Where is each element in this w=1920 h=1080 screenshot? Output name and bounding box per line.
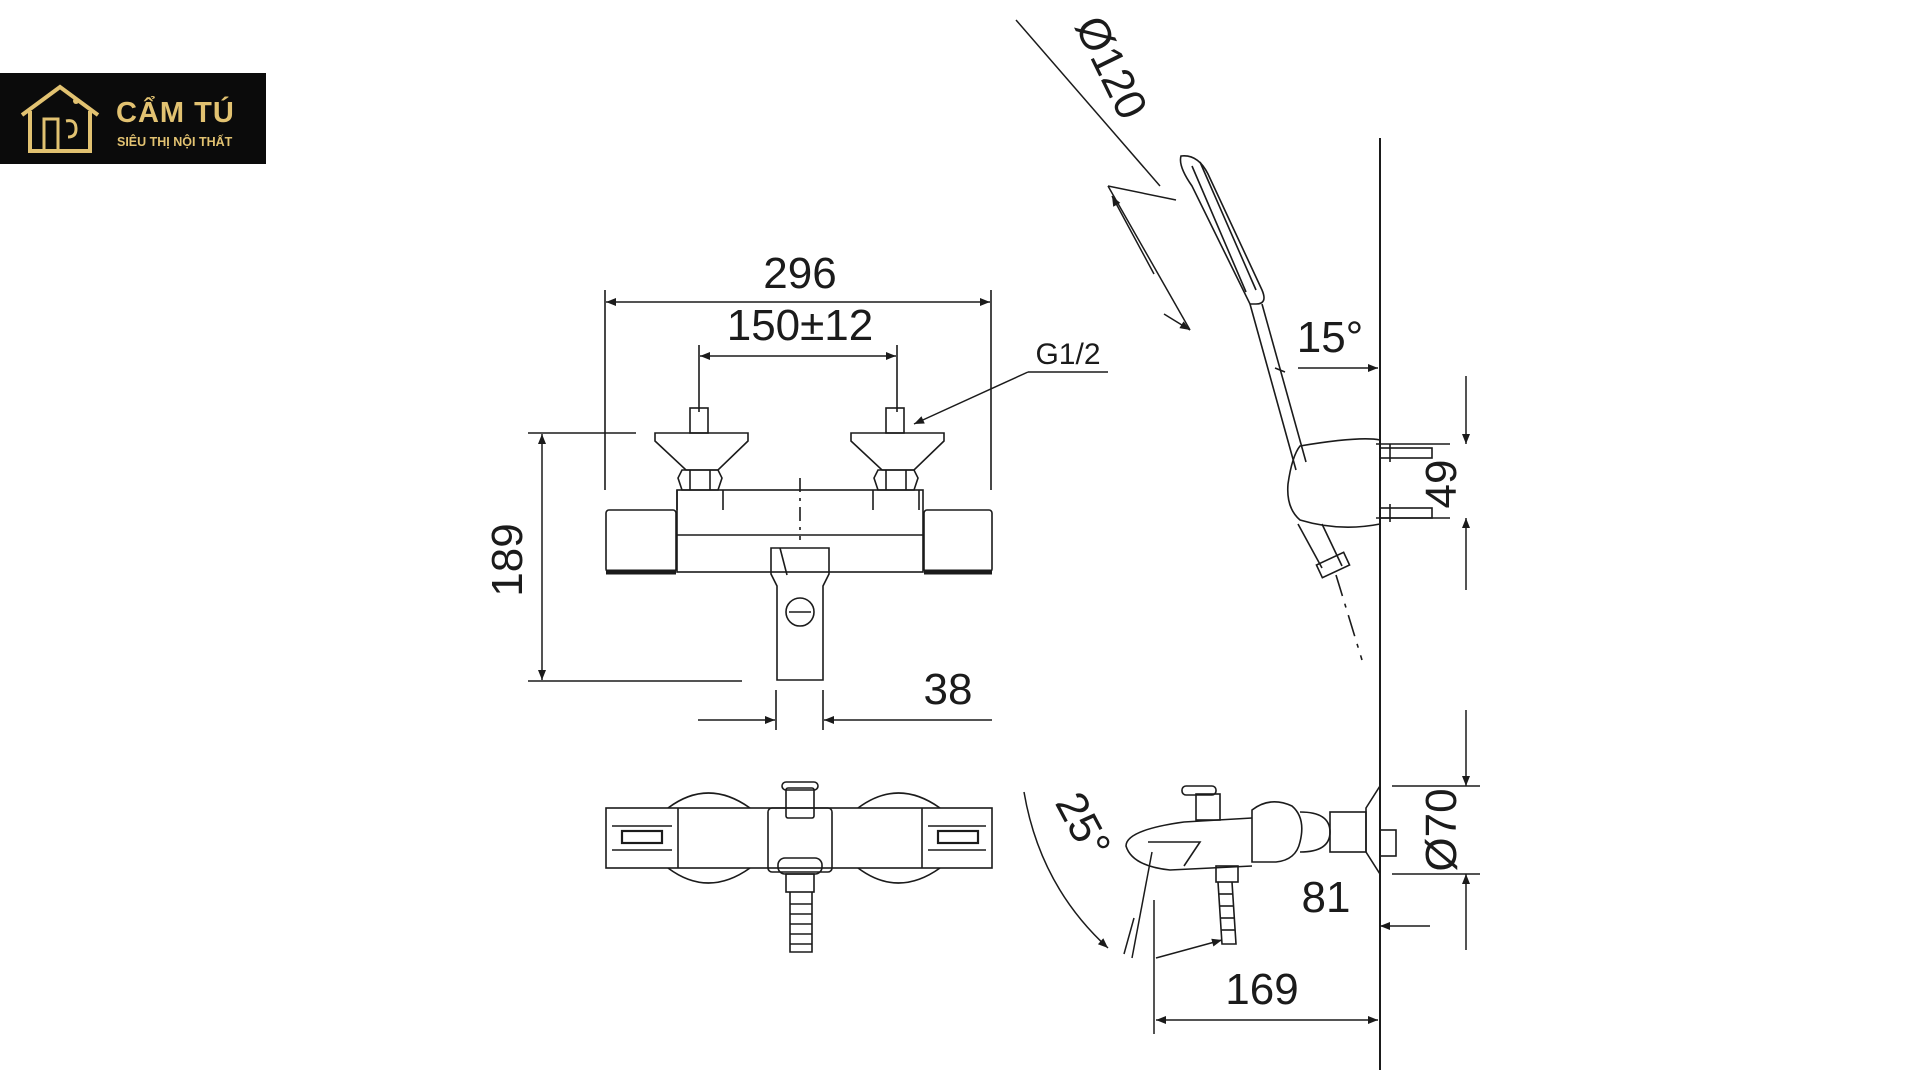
dim-thread: G1/2 [1035,338,1100,371]
dim-holder-height: 49 [1417,460,1466,509]
dim-shower-head-diameter: Ø120 [1065,9,1156,127]
dim-holder-angle: 15° [1297,313,1364,362]
brand-tagline: SIÊU THỊ NỘI THẤT [117,135,233,149]
dim-inlet-spacing: 150±12 [727,301,874,350]
brand-name: CẨM TÚ [116,97,235,129]
front-dimensions [538,298,1108,724]
dim-height: 189 [483,523,532,596]
dim-projection: 169 [1225,965,1298,1014]
dim-escutcheon-diameter: Ø70 [1417,788,1466,871]
side-dimensions [1015,19,1480,1034]
dim-spout-width: 38 [924,665,973,714]
dim-wall-offset: 81 [1302,873,1351,922]
front-view [528,290,993,730]
house-logo-icon [20,84,100,153]
dim-overall-width: 296 [763,249,836,298]
dim-spout-angle: 25° [1046,784,1121,866]
brand-logo: CẨM TÚ SIÊU THỊ NỘI THẤT [0,73,266,164]
side-view [1125,138,1433,1070]
top-view [605,781,993,953]
